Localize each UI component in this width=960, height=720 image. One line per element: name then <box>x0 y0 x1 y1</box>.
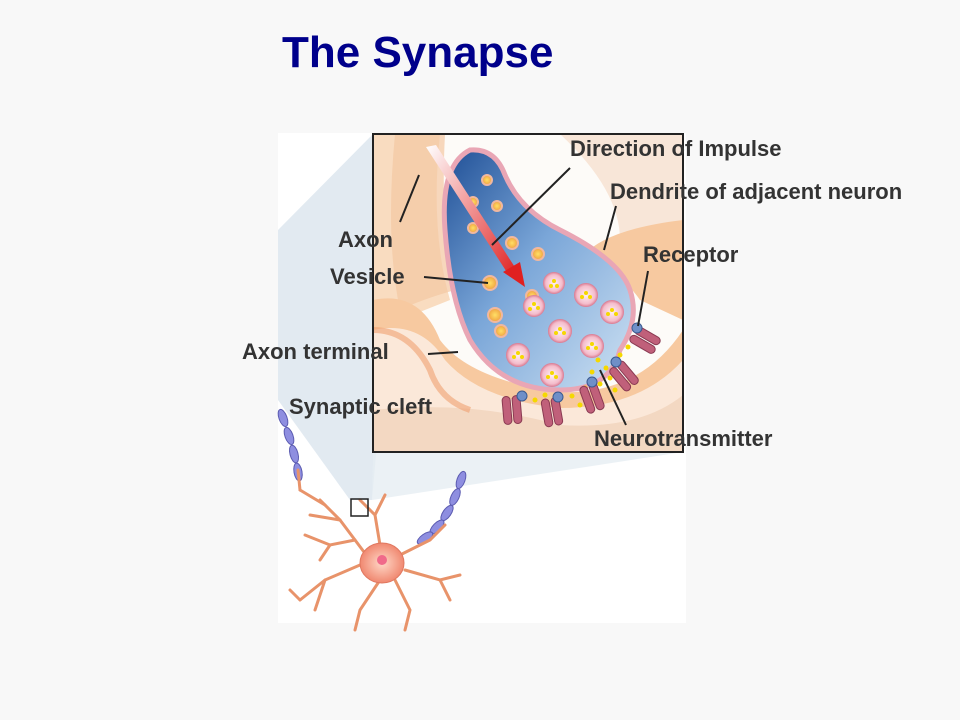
neuron <box>277 408 467 632</box>
label-synaptic-cleft: Synaptic cleft <box>289 394 433 419</box>
label-neurotransmitter: Neurotransmitter <box>594 426 773 451</box>
label-axon-terminal: Axon terminal <box>242 339 389 364</box>
label-dendrite: Dendrite of adjacent neuron <box>610 179 903 204</box>
page-title: The Synapse <box>282 28 554 77</box>
impulse-arrow <box>426 145 525 287</box>
synapse-closeup <box>373 134 683 452</box>
zoom-cone <box>278 134 376 500</box>
label-receptor: Receptor <box>643 242 739 267</box>
label-direction-of-impulse: Direction of Impulse <box>570 136 782 161</box>
label-axon: Axon <box>338 227 393 252</box>
leader-lines <box>399 167 649 426</box>
zoom-box <box>372 133 684 453</box>
label-vesicle: Vesicle <box>330 264 405 289</box>
zoom-cone-right <box>372 450 683 500</box>
vesicles-with-neurotransmitter <box>506 272 624 387</box>
receptors <box>501 326 661 428</box>
zoom-box-marker <box>350 498 369 517</box>
